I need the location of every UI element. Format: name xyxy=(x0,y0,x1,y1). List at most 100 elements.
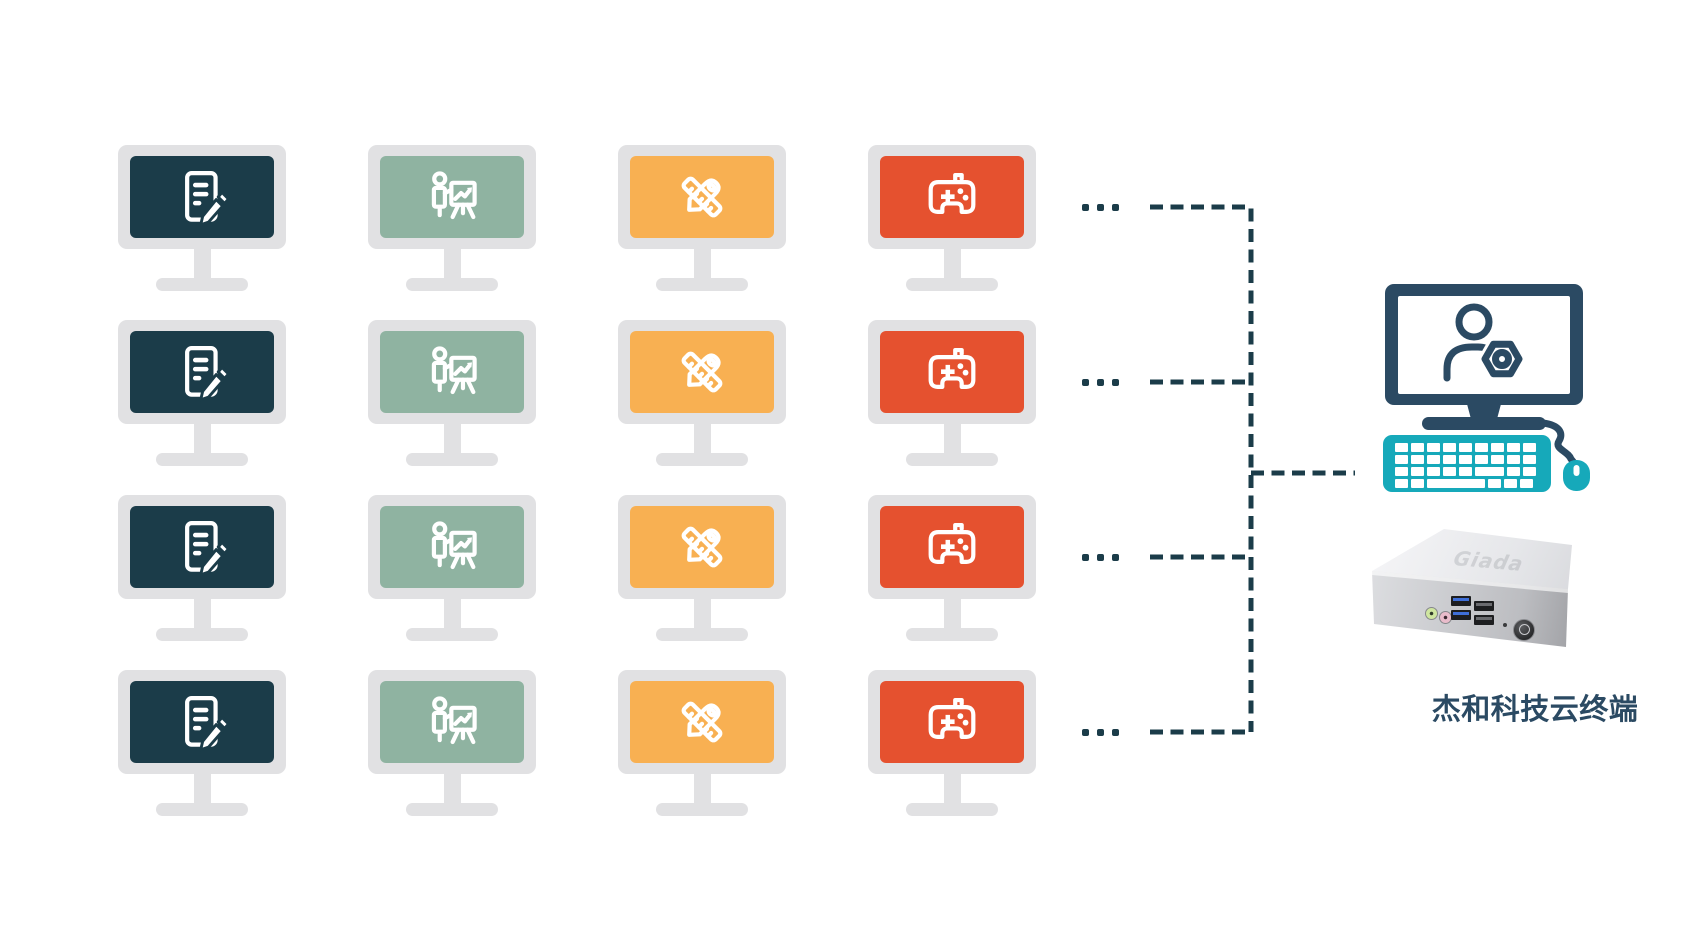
monitor-frame xyxy=(118,670,286,774)
presenter-chart-icon xyxy=(421,341,483,403)
presenter-chart-icon xyxy=(421,166,483,228)
monitor-screen xyxy=(380,506,524,588)
monitor-stand-neck xyxy=(193,249,211,278)
monitor-stand-base xyxy=(406,453,498,466)
monitor-screen xyxy=(880,156,1024,238)
monitor-frame xyxy=(618,145,786,249)
presenter-chart-icon xyxy=(421,516,483,578)
monitor-frame xyxy=(368,145,536,249)
monitor-stand-base xyxy=(656,453,748,466)
monitor-stand-neck xyxy=(193,599,211,628)
monitor-stand-base xyxy=(906,803,998,816)
monitor-stand-neck xyxy=(443,249,461,278)
server-keyboard xyxy=(1383,435,1551,492)
monitor-screen xyxy=(130,681,274,763)
monitor-stand-base xyxy=(906,278,998,291)
monitor-frame xyxy=(868,145,1036,249)
monitor-stand-base xyxy=(656,278,748,291)
gaming-client-monitor xyxy=(868,670,1036,816)
audio-jack xyxy=(1425,607,1438,620)
usb-port xyxy=(1451,596,1471,606)
presentation-client-monitor xyxy=(368,320,536,466)
monitor-stand-base xyxy=(906,628,998,641)
monitor-screen xyxy=(880,331,1024,413)
gamepad-icon xyxy=(921,166,983,228)
gaming-client-monitor xyxy=(868,495,1036,641)
monitor-screen xyxy=(380,681,524,763)
monitor-screen xyxy=(880,506,1024,588)
monitor-frame xyxy=(368,670,536,774)
ruler-pencil-icon xyxy=(671,516,733,578)
reset-pinhole xyxy=(1503,623,1507,627)
monitor-frame xyxy=(868,495,1036,599)
monitor-screen xyxy=(130,331,274,413)
monitor-screen xyxy=(130,506,274,588)
server-mouse xyxy=(1563,460,1590,491)
monitor-frame xyxy=(118,145,286,249)
document-edit-icon xyxy=(171,166,233,228)
row-ellipsis xyxy=(1082,553,1119,561)
server-monitor xyxy=(1385,284,1583,430)
row-ellipsis xyxy=(1082,203,1119,211)
document-edit-icon xyxy=(171,691,233,753)
monitor-frame xyxy=(368,320,536,424)
monitor-stand-neck xyxy=(693,249,711,278)
monitor-frame xyxy=(618,670,786,774)
office-client-monitor xyxy=(118,670,286,816)
server-computer xyxy=(1383,284,1590,492)
monitor-frame xyxy=(618,320,786,424)
gamepad-icon xyxy=(921,341,983,403)
gaming-client-monitor xyxy=(868,145,1036,291)
presentation-client-monitor xyxy=(368,670,536,816)
document-edit-icon xyxy=(171,341,233,403)
design-client-monitor xyxy=(618,670,786,816)
document-edit-icon xyxy=(171,516,233,578)
monitor-stand-neck xyxy=(443,424,461,453)
monitor-screen xyxy=(630,681,774,763)
presentation-client-monitor xyxy=(368,495,536,641)
monitor-stand-neck xyxy=(943,424,961,453)
monitor-stand-base xyxy=(906,453,998,466)
monitor-stand-base xyxy=(156,453,248,466)
monitor-screen xyxy=(630,331,774,413)
user-gear-icon xyxy=(1443,303,1526,382)
cloud-terminal-device: Giada xyxy=(1370,527,1580,677)
row-ellipsis xyxy=(1082,378,1119,386)
monitor-screen xyxy=(630,156,774,238)
monitor-stand-neck xyxy=(943,774,961,803)
monitor-stand-base xyxy=(156,628,248,641)
monitor-screen xyxy=(880,681,1024,763)
design-client-monitor xyxy=(618,145,786,291)
monitor-stand-base xyxy=(406,803,498,816)
server-monitor-neck xyxy=(1467,404,1501,419)
monitor-stand-base xyxy=(656,803,748,816)
usb-port xyxy=(1474,601,1494,611)
ruler-pencil-icon xyxy=(671,341,733,403)
usb-port xyxy=(1474,615,1494,625)
monitor-stand-neck xyxy=(693,424,711,453)
monitor-stand-base xyxy=(406,628,498,641)
office-client-monitor xyxy=(118,145,286,291)
monitor-stand-neck xyxy=(193,424,211,453)
connector-row1-and-trunk xyxy=(1150,204,1254,732)
ruler-pencil-icon xyxy=(671,166,733,228)
monitor-frame xyxy=(118,320,286,424)
office-client-monitor xyxy=(118,495,286,641)
monitor-stand-base xyxy=(156,278,248,291)
monitor-frame xyxy=(868,670,1036,774)
gamepad-icon xyxy=(921,691,983,753)
monitor-frame xyxy=(868,320,1036,424)
client-grid xyxy=(118,145,1036,816)
presentation-client-monitor xyxy=(368,145,536,291)
monitor-screen xyxy=(130,156,274,238)
monitor-stand-neck xyxy=(443,774,461,803)
gaming-client-monitor xyxy=(868,320,1036,466)
design-client-monitor xyxy=(618,495,786,641)
gamepad-icon xyxy=(921,516,983,578)
office-client-monitor xyxy=(118,320,286,466)
monitor-stand-neck xyxy=(443,599,461,628)
monitor-screen xyxy=(380,331,524,413)
cloud-terminal-label: 杰和科技云终端 xyxy=(1431,692,1639,726)
server-monitor-base xyxy=(1422,417,1546,430)
monitor-frame xyxy=(618,495,786,599)
